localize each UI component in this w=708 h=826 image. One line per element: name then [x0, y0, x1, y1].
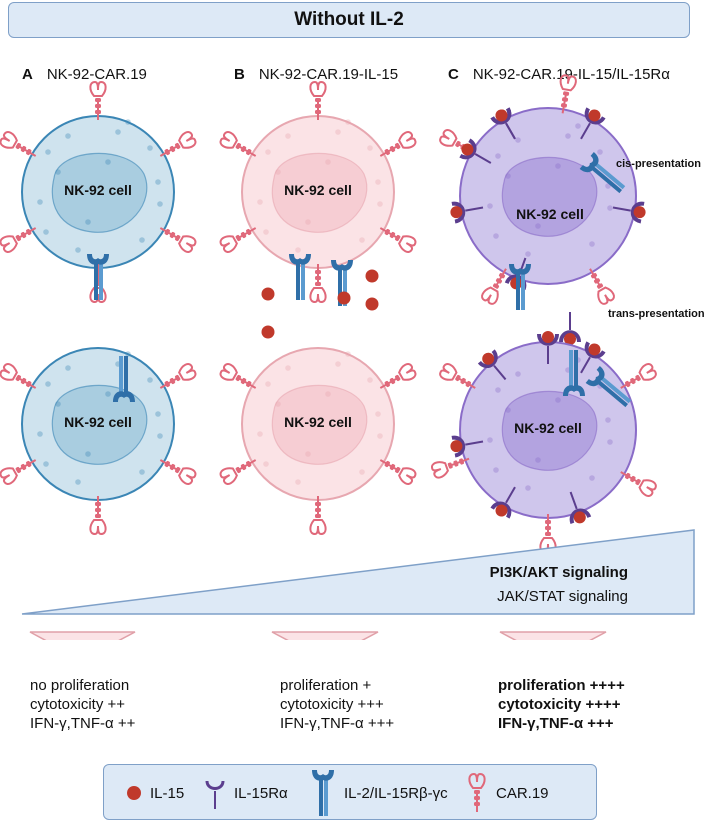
- panel-c-letter: C: [448, 66, 459, 83]
- cell-b-bottom-car-2: [309, 495, 327, 535]
- panel-c-label: C NK-92-CAR.19-IL-15/IL-15Rα: [448, 66, 670, 83]
- panel-a-title: NK-92-CAR.19: [46, 66, 147, 83]
- cell-label-a-bottom: NK-92 cell: [64, 414, 132, 430]
- cell-a-bottom: [21, 347, 175, 501]
- il15-free-2: [365, 297, 379, 311]
- outcome-c: proliferation ++++ cytotoxicity ++++ IFN…: [498, 676, 625, 733]
- cell-diagram: [0, 73, 695, 640]
- outcome-a-line-2: cytotoxicity ++: [30, 696, 126, 713]
- outcome-b-line-3: IFN-γ,TNF-α +++: [280, 715, 395, 732]
- legend-label-il15: IL-15: [150, 784, 185, 802]
- jak-stat-signaling: JAK/STAT signaling: [497, 588, 628, 605]
- outcome-b-line-2: cytotoxicity +++: [280, 696, 384, 713]
- panel-b-letter: B: [234, 66, 245, 83]
- cell-a-top: [21, 115, 175, 269]
- cell-b-bottom: [241, 347, 395, 501]
- il15-free-4: [261, 325, 275, 339]
- arrow-c: [499, 631, 607, 640]
- page-title: Without IL-2: [294, 9, 404, 30]
- legend-item-il15: IL-15: [126, 765, 184, 821]
- cell-label-c-top: NK-92 cell: [516, 206, 584, 222]
- car19-icon: [468, 773, 486, 813]
- outcome-a-line-3: IFN-γ,TNF-α ++: [30, 715, 136, 732]
- cell-b-top-car-3: [309, 263, 327, 303]
- legend-item-car19: CAR.19: [466, 765, 549, 821]
- legend-item-receptor: IL-2/IL-15Rβ-γc: [310, 765, 448, 821]
- cell-c-bottom-car-2: [539, 513, 557, 553]
- outcome-c-line-3: IFN-γ,TNF-α +++: [498, 715, 614, 732]
- cis-presentation-label: cis-presentation: [616, 158, 701, 170]
- outcome-a-line-1: no proliferation: [30, 677, 130, 694]
- il2-receptor-icon: [312, 770, 334, 816]
- outcome-c-line-1: proliferation ++++: [498, 677, 625, 694]
- panel-b-label: B NK-92-CAR.19-IL-15: [234, 66, 398, 83]
- cell-c-top: [459, 107, 637, 285]
- legend-item-il15ra: IL-15Rα: [204, 765, 288, 821]
- il15ra-icon: [205, 779, 225, 811]
- cell-label-a-top: NK-92 cell: [64, 182, 132, 198]
- il15-free-0: [261, 287, 275, 301]
- panel-b-title: NK-92-CAR.19-IL-15: [258, 66, 399, 83]
- outcome-b-line-1: proliferation +: [280, 677, 372, 694]
- arrow-a: [29, 631, 136, 640]
- title-banner: Without IL-2: [8, 2, 690, 38]
- pi3k-akt-signaling: PI3K/AKT signaling: [489, 564, 628, 581]
- legend: IL-15 IL-15Rα IL-2/IL-15Rβ-γc CAR.19: [103, 764, 597, 820]
- outcome-a: no proliferation cytotoxicity ++ IFN-γ,T…: [30, 676, 135, 733]
- panel-a-letter: A: [22, 66, 33, 83]
- legend-label-il15ra: IL-15Rα: [234, 784, 288, 802]
- il15-free-1: [337, 291, 351, 305]
- signaling-wedge: [21, 529, 695, 615]
- cell-label-b-bottom: NK-92 cell: [284, 414, 352, 430]
- outcome-b: proliferation + cytotoxicity +++ IFN-γ,T…: [280, 676, 394, 733]
- il15-free-3: [365, 269, 379, 283]
- cell-b-top-receptor: [289, 254, 311, 300]
- panel-a-label: A NK-92-CAR.19: [22, 66, 147, 83]
- legend-label-receptor: IL-2/IL-15Rβ-γc: [344, 784, 448, 802]
- cell-a-bottom-car-2: [89, 495, 107, 535]
- cell-b-top-car-0: [309, 81, 327, 121]
- trans-presentation-label: trans-presentation: [608, 308, 705, 320]
- outcome-c-line-2: cytotoxicity ++++: [498, 696, 621, 713]
- panel-c-title: NK-92-CAR.19-IL-15/IL-15Rα: [472, 66, 670, 83]
- il15-icon: [127, 786, 141, 800]
- arrow-b: [271, 631, 379, 640]
- legend-label-car19: CAR.19: [496, 784, 549, 802]
- cell-label-b-top: NK-92 cell: [284, 182, 352, 198]
- cell-label-c-bottom: NK-92 cell: [514, 420, 582, 436]
- cell-a-top-car-0: [89, 81, 107, 121]
- cell-c-trans-il15ra: [559, 310, 581, 347]
